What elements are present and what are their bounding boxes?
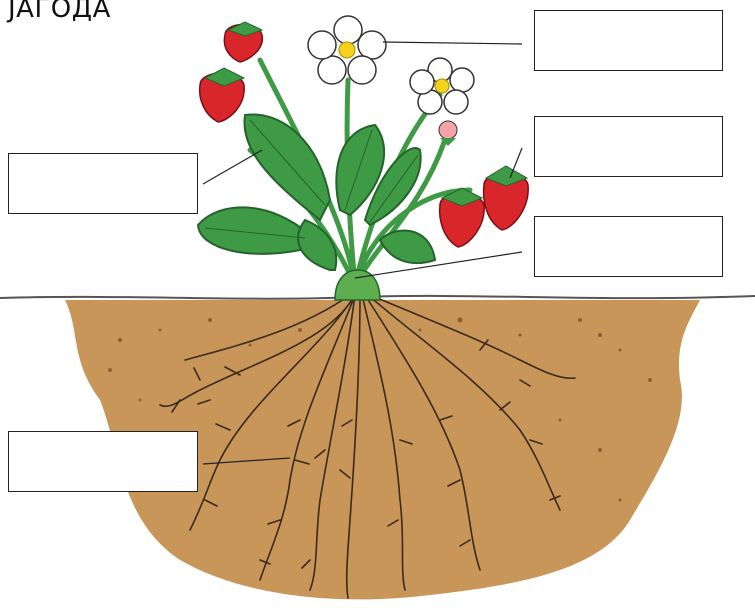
label-box-root[interactable] [8,431,198,492]
page-title: ЈАГОДА [8,0,111,24]
label-box-stem[interactable] [534,216,723,277]
flower-2 [410,58,474,114]
crown [335,270,380,300]
label-box-fruit[interactable] [534,116,723,177]
label-box-flower[interactable] [534,10,723,71]
flower-1 [308,16,386,84]
leaves [198,114,435,270]
label-box-leaf[interactable] [8,153,198,214]
